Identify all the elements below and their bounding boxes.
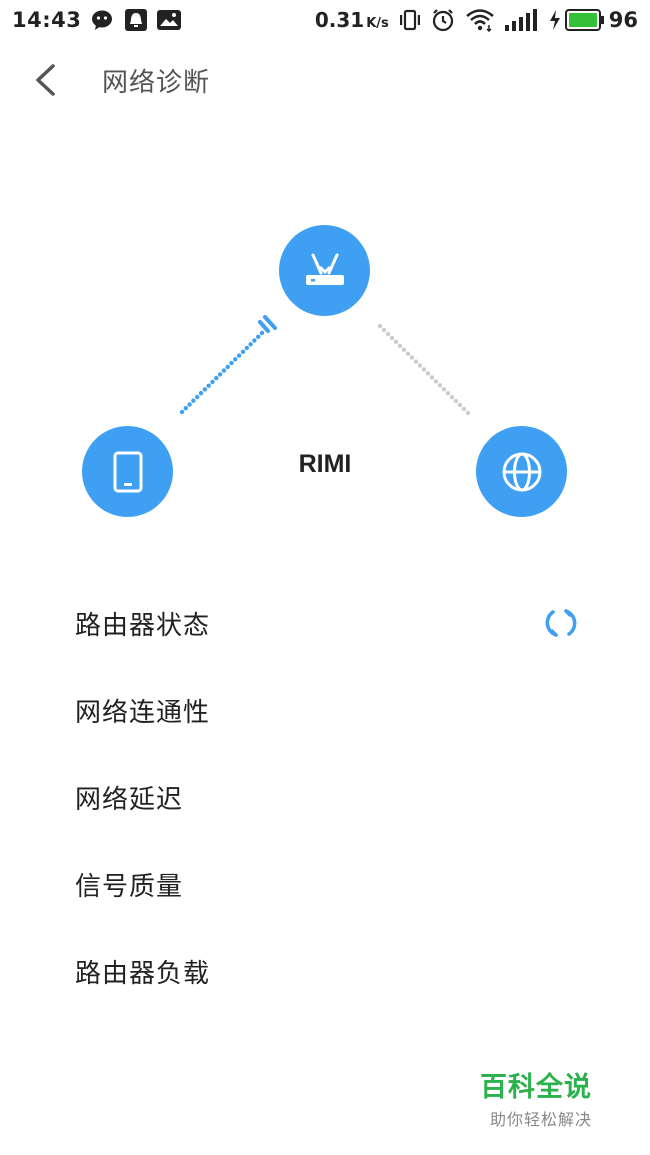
check-item-router-load[interactable]: 路由器负载 bbox=[0, 928, 650, 1015]
link-dot bbox=[385, 331, 391, 337]
chevron-left-icon bbox=[36, 64, 55, 96]
link-dot bbox=[233, 357, 238, 362]
vibrate-icon bbox=[399, 9, 421, 31]
network-diagram: RIMI bbox=[0, 200, 650, 540]
link-dot bbox=[244, 345, 249, 351]
battery-icon bbox=[564, 9, 605, 31]
link-dot bbox=[210, 379, 215, 385]
image-icon bbox=[157, 9, 182, 31]
link-dot bbox=[187, 402, 192, 407]
network-name: RIMI bbox=[298, 450, 352, 478]
link-dot bbox=[445, 391, 451, 396]
link-dot bbox=[453, 398, 459, 404]
check-label: 网络连通性 bbox=[75, 698, 211, 728]
connection-lines bbox=[179, 315, 471, 416]
link-dot bbox=[191, 398, 196, 403]
router-internet-link bbox=[377, 323, 471, 416]
check-item-latency[interactable]: 网络延迟 bbox=[0, 754, 650, 841]
check-label: 路由器状态 bbox=[75, 611, 211, 641]
link-dot bbox=[195, 394, 200, 400]
loading-spinner-icon bbox=[545, 609, 577, 637]
check-item-router-status[interactable]: 路由器状态 bbox=[0, 580, 650, 667]
alarm-icon bbox=[431, 8, 455, 32]
link-dot bbox=[465, 410, 471, 416]
check-item-connectivity[interactable]: 网络连通性 bbox=[0, 667, 650, 754]
link-dot bbox=[401, 347, 407, 352]
link-dot bbox=[240, 349, 246, 354]
notification-icon bbox=[125, 9, 148, 31]
router-node[interactable] bbox=[279, 225, 370, 316]
check-label: 路由器负载 bbox=[75, 959, 211, 989]
link-dot bbox=[202, 387, 208, 392]
charging-icon bbox=[549, 10, 561, 30]
phone-icon bbox=[113, 451, 142, 492]
globe-icon bbox=[502, 452, 541, 491]
watermark-logo: 百科全说 助你轻松解决 bbox=[480, 1065, 630, 1130]
wifi-icon bbox=[465, 8, 495, 32]
battery-indicator: 96 bbox=[549, 8, 638, 32]
wechat-icon bbox=[91, 9, 115, 31]
network-speed-unit: K/s bbox=[366, 16, 389, 31]
status-time: 14:43 bbox=[12, 8, 82, 32]
link-dot bbox=[425, 371, 431, 376]
link-dot bbox=[229, 360, 234, 366]
link-dot bbox=[183, 406, 188, 411]
link-dot bbox=[217, 372, 223, 377]
app-header: 网络诊断 bbox=[0, 48, 650, 112]
phone-node[interactable] bbox=[82, 426, 173, 517]
check-item-signal-quality[interactable]: 信号质量 bbox=[0, 841, 650, 928]
watermark-title: 百科全说 bbox=[480, 1072, 592, 1103]
link-dot bbox=[457, 402, 463, 408]
link-dot bbox=[221, 368, 227, 373]
link-dot bbox=[381, 327, 387, 333]
link-dot bbox=[461, 406, 467, 412]
link-dot bbox=[198, 391, 204, 396]
link-dot bbox=[417, 363, 423, 368]
link-dot bbox=[206, 383, 211, 388]
status-bar-left: 14:43 bbox=[12, 8, 182, 32]
watermark-subtitle: 助你轻松解决 bbox=[490, 1110, 593, 1129]
check-label: 信号质量 bbox=[75, 872, 184, 902]
link-dot bbox=[441, 387, 447, 392]
link-dot bbox=[256, 334, 261, 339]
link-dot bbox=[421, 367, 427, 372]
signal-wave-icon bbox=[258, 315, 277, 333]
link-dot bbox=[397, 343, 403, 348]
link-dot bbox=[405, 351, 411, 356]
link-dot bbox=[248, 342, 253, 347]
router-icon bbox=[305, 253, 344, 285]
link-dot bbox=[259, 330, 265, 336]
link-dot bbox=[252, 338, 257, 343]
link-dot bbox=[236, 353, 242, 358]
link-dot bbox=[433, 379, 439, 384]
link-dot bbox=[449, 395, 455, 400]
signal-icon bbox=[504, 9, 539, 31]
link-dot bbox=[179, 409, 185, 415]
link-dot bbox=[377, 323, 383, 329]
link-dot bbox=[409, 355, 415, 360]
page-title: 网络诊断 bbox=[102, 67, 211, 98]
link-dot bbox=[225, 364, 230, 370]
link-dot bbox=[429, 375, 435, 380]
internet-node[interactable] bbox=[476, 426, 567, 517]
link-dot bbox=[393, 339, 399, 344]
phone-router-link bbox=[179, 330, 265, 415]
check-label: 网络延迟 bbox=[75, 785, 184, 815]
status-bar: 14:43 bbox=[0, 0, 650, 40]
link-dot bbox=[413, 359, 419, 364]
network-speed-value: 0.31 bbox=[314, 8, 365, 32]
battery-percent: 96 bbox=[608, 8, 638, 32]
link-dot bbox=[389, 335, 395, 341]
link-dot bbox=[437, 383, 443, 388]
link-dot bbox=[214, 375, 219, 381]
diagnosis-check-list: 路由器状态 网络连通性 网络延迟 信号质量 路由器负载 bbox=[0, 580, 650, 1015]
back-button[interactable] bbox=[0, 48, 90, 112]
